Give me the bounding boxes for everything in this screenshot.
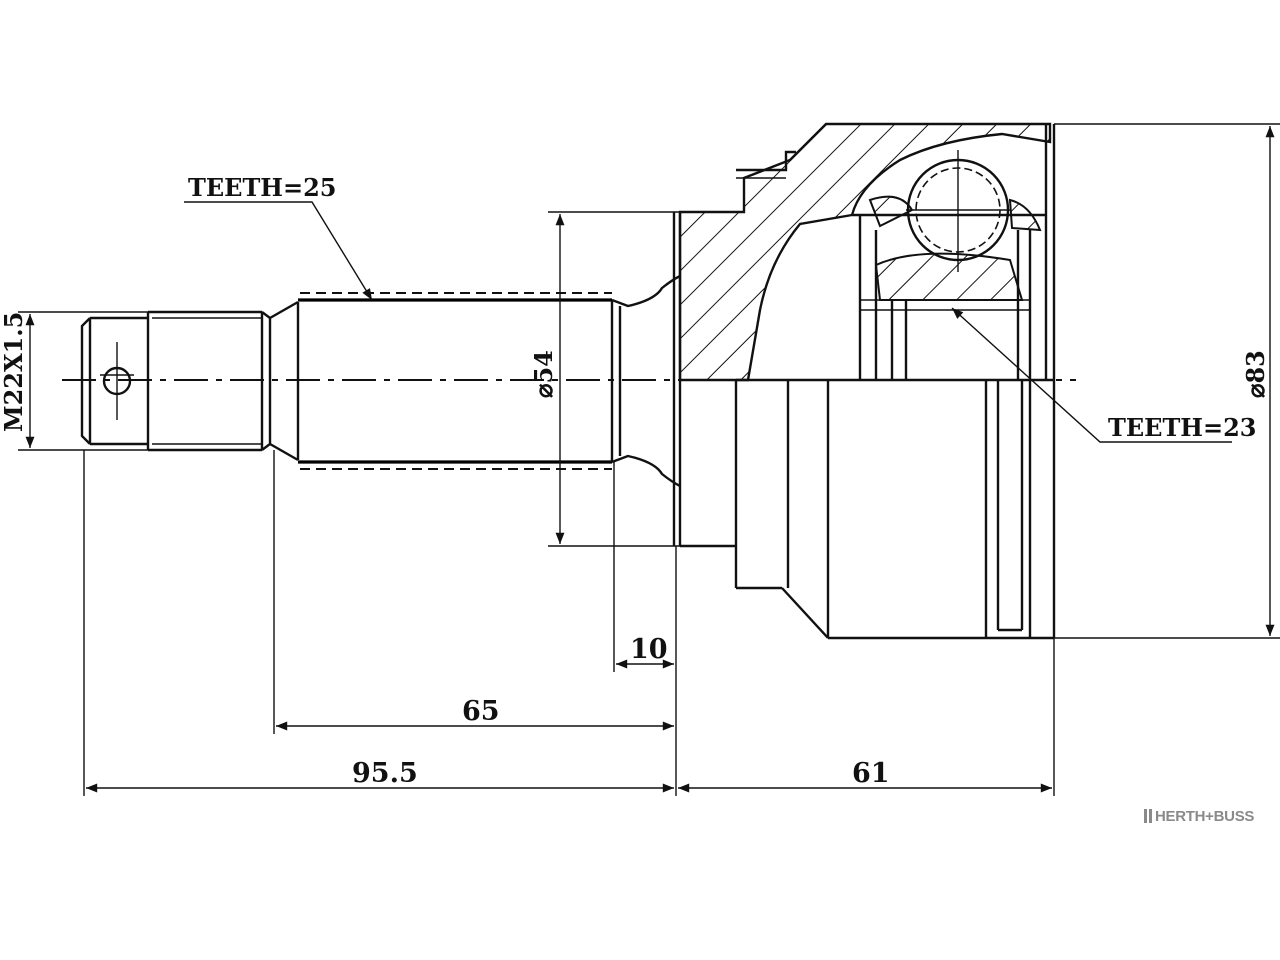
dim-61: 61 — [852, 758, 890, 789]
brand-mark-icon — [1144, 809, 1152, 823]
teeth-inner-label: TEETH=23 — [1108, 413, 1257, 442]
leader-lines — [184, 201, 1232, 443]
thread-label: M22X1.5 — [0, 312, 28, 432]
outer-race-section — [672, 122, 1052, 546]
dimension-lines — [18, 123, 1280, 796]
dim-10: 10 — [630, 634, 668, 665]
dim-65: 65 — [462, 696, 500, 727]
outer-race-outline — [680, 378, 1054, 640]
brand-logo: HERTH+BUSS — [1144, 808, 1254, 825]
dia-shaft-label: ⌀54 — [529, 350, 558, 398]
dim-95-5: 95.5 — [352, 758, 418, 789]
teeth-shaft-label: TEETH=25 — [188, 173, 337, 202]
dia-outer-label: ⌀83 — [1241, 350, 1270, 398]
brand-name: HERTH+BUSS — [1155, 808, 1255, 825]
